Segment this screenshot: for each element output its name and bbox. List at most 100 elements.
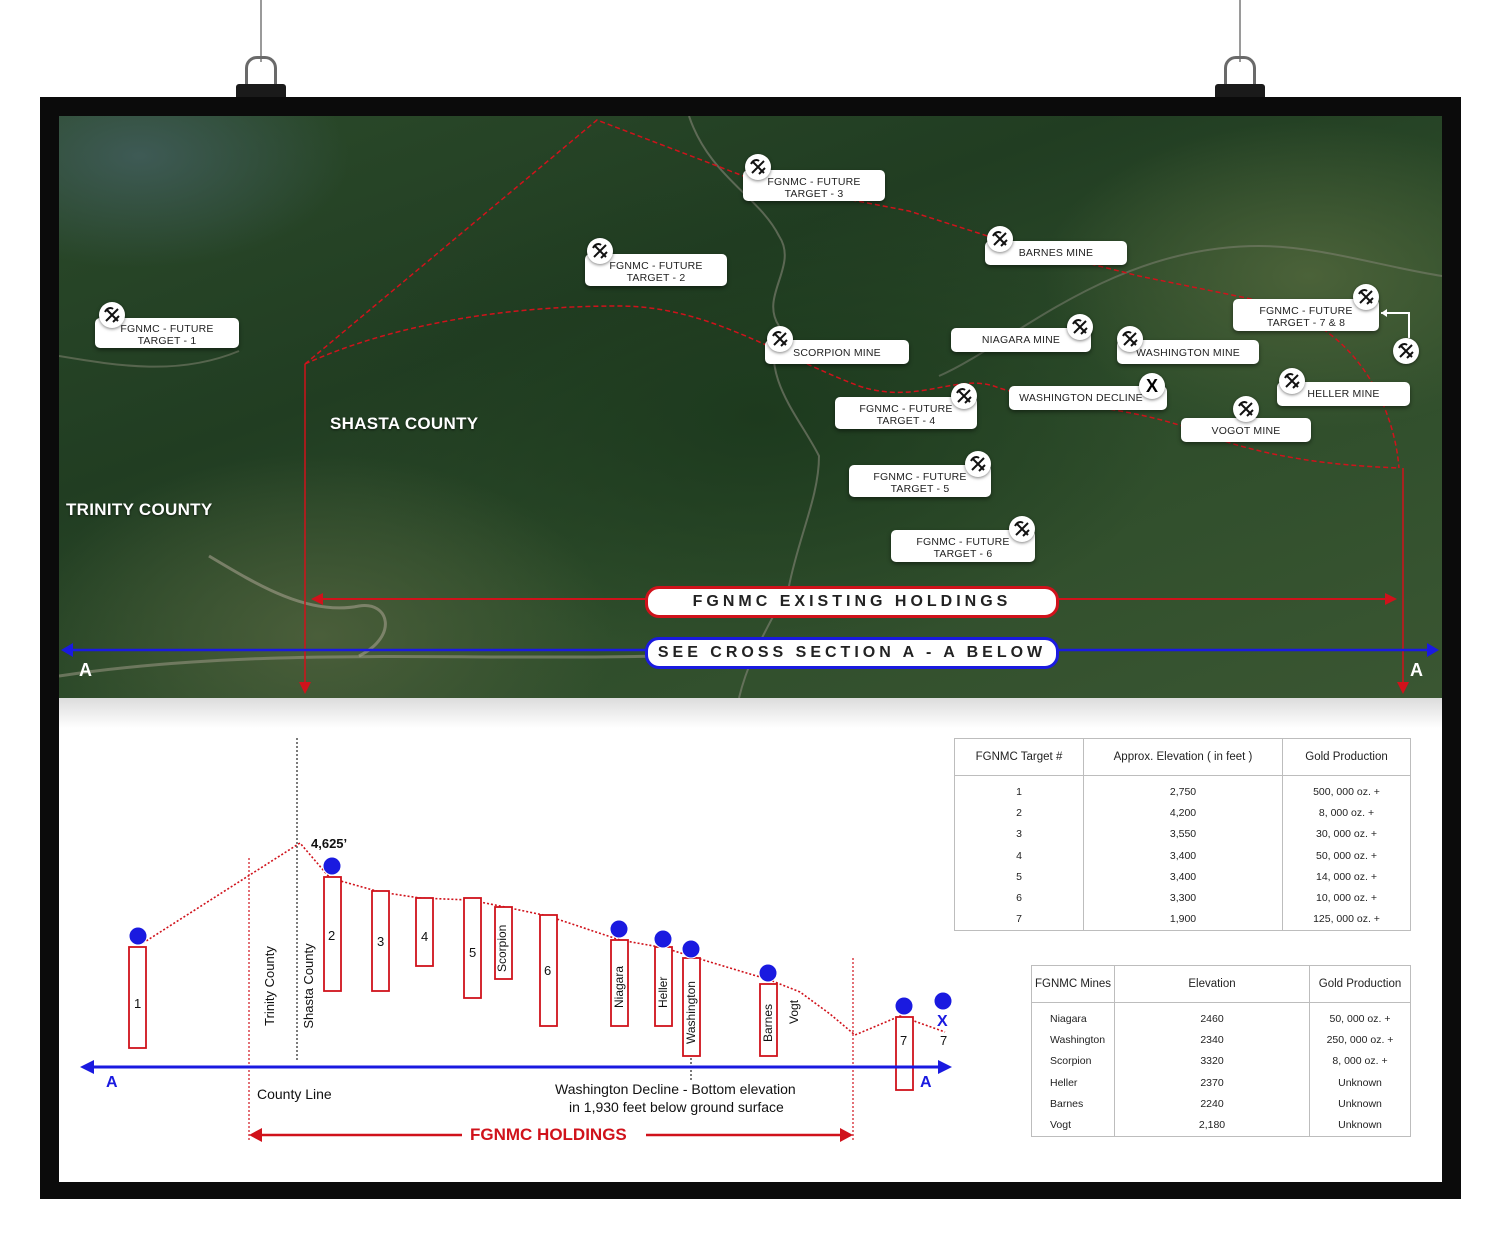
cross-section-banner: SEE CROSS SECTION A - A BELOW <box>645 637 1059 669</box>
washington-mine-text: WASHINGTON MINE <box>1136 347 1240 359</box>
target-4-line1: FGNMC - FUTURE <box>859 403 953 415</box>
table-cell: Scorpion <box>1031 1050 1115 1072</box>
x-number-label: 7 <box>940 1033 948 1048</box>
mines-header-elevation: Elevation <box>1114 965 1310 1003</box>
vogot-mine-label[interactable]: VOGOT MINE <box>1181 418 1311 442</box>
table-cell: 2370 <box>1114 1071 1310 1094</box>
table-cell: 3,300 <box>1083 887 1283 909</box>
table-cell: 6 <box>954 887 1084 909</box>
table-cell: 2 <box>954 802 1084 824</box>
pickaxe-shovel-icon[interactable] <box>1393 338 1419 364</box>
target-6-line2: TARGET - 6 <box>933 548 993 560</box>
column-label-6: 6 <box>544 963 552 978</box>
table-cell: 3320 <box>1114 1050 1310 1072</box>
fgnmc-holdings-label: FGNMC HOLDINGS <box>470 1125 627 1144</box>
targets-header-elevation: Approx. Elevation ( in feet ) <box>1083 738 1283 776</box>
county-line-label: County Line <box>257 1086 332 1102</box>
table-cell: Unknown <box>1309 1114 1411 1137</box>
table-cell: 3,550 <box>1083 823 1283 845</box>
x-marker-label: X <box>937 1013 948 1030</box>
table-cell: 2,750 <box>1083 775 1283 803</box>
washington-decline-text: WASHINGTON DECLINE <box>1019 392 1143 404</box>
column-label-heller: Heller <box>656 976 670 1008</box>
table-cell: Unknown <box>1309 1093 1411 1115</box>
column-label-5: 5 <box>469 945 477 960</box>
peak-elevation-label: 4,625’ <box>311 836 348 851</box>
table-cell: 5 <box>954 866 1084 888</box>
pickaxe-shovel-icon <box>1067 314 1093 340</box>
mines-header-name: FGNMC Mines <box>1031 965 1115 1003</box>
niagara-mine-text: NIAGARA MINE <box>981 334 1061 346</box>
table-cell: 2340 <box>1114 1029 1310 1051</box>
pickaxe-shovel-icon <box>745 154 771 180</box>
target-78-label[interactable]: FGNMC - FUTURE TARGET - 7 & 8 <box>1233 299 1379 331</box>
satellite-map: TRINITY COUNTY SHASTA COUNTY FGNMC - FUT… <box>59 116 1442 698</box>
barnes-mine-text: BARNES MINE <box>1018 247 1094 259</box>
target-1-line1: FGNMC - FUTURE <box>120 323 214 335</box>
pickaxe-shovel-icon <box>99 302 125 328</box>
pickaxe-shovel-icon <box>951 383 977 409</box>
table-cell: 2460 <box>1114 1002 1310 1030</box>
sheet-shadow <box>59 698 1442 728</box>
pickaxe-shovel-icon <box>1353 284 1379 310</box>
pickaxe-shovel-icon <box>965 451 991 477</box>
target-5-line1: FGNMC - FUTURE <box>873 471 967 483</box>
table-cell: 4,200 <box>1083 802 1283 824</box>
table-cell: 2240 <box>1114 1093 1310 1115</box>
table-cell: 125, 000 oz. + <box>1282 908 1411 932</box>
target-5-line2: TARGET - 5 <box>890 483 950 495</box>
table-cell: 30, 000 oz. + <box>1282 823 1411 845</box>
table-cell: Barnes <box>1031 1093 1115 1115</box>
table-cell: 1,900 <box>1083 908 1283 932</box>
section-end-right-a: A <box>920 1074 932 1091</box>
hanging-wire-left <box>260 0 262 62</box>
table-cell: 2,180 <box>1114 1114 1310 1137</box>
target-6-label[interactable]: FGNMC - FUTURE TARGET - 6 <box>891 530 1035 562</box>
table-cell: 1 <box>954 775 1084 803</box>
decline-note-line2: in 1,930 feet below ground surface <box>569 1099 784 1115</box>
hanging-wire-right <box>1239 0 1241 62</box>
mines-table-header: FGNMC Mines Elevation Gold Production <box>1031 965 1411 1003</box>
table-cell: Unknown <box>1309 1071 1411 1094</box>
column-label-3: 3 <box>377 934 385 949</box>
table-cell: 10, 000 oz. + <box>1282 887 1411 909</box>
binder-clip-arm-right <box>1224 56 1256 103</box>
table-cell: 7 <box>954 908 1084 932</box>
binder-clip-arm-left <box>245 56 277 103</box>
column-label-niagara: Niagara <box>612 965 626 1008</box>
section-left-a: A <box>79 660 92 680</box>
section-end-left-a: A <box>106 1074 118 1091</box>
column-label-2: 2 <box>328 928 336 943</box>
table-cell: 4 <box>954 844 1084 867</box>
targets-header-target: FGNMC Target # <box>954 738 1084 776</box>
target-3-line2: TARGET - 3 <box>784 188 844 200</box>
targets-table: FGNMC Target # Approx. Elevation ( in fe… <box>954 738 1411 932</box>
target-2-line2: TARGET - 2 <box>626 272 686 284</box>
column-label-1: 1 <box>134 996 142 1011</box>
scorpion-mine-text: SCORPION MINE <box>793 347 881 359</box>
table-cell: 14, 000 oz. + <box>1282 866 1411 888</box>
heller-mine-label[interactable]: HELLER MINE <box>1277 382 1410 406</box>
target-6-line1: FGNMC - FUTURE <box>916 536 1010 548</box>
column-label-4: 4 <box>421 929 429 944</box>
column-label-vogt: Vogt <box>787 999 801 1024</box>
table-cell: 50, 000 oz. + <box>1309 1002 1411 1030</box>
targets-header-gold: Gold Production <box>1282 738 1411 776</box>
table-cell: 8, 000 oz. + <box>1282 802 1411 824</box>
pickaxe-shovel-icon <box>1233 396 1259 422</box>
heller-mine-text: HELLER MINE <box>1307 388 1380 400</box>
mines-table: FGNMC Mines Elevation Gold Production Ni… <box>1031 965 1411 1137</box>
table-cell: 50, 000 oz. + <box>1282 844 1411 867</box>
column-label-washington: Washington <box>684 981 698 1044</box>
trinity-county-vertical: Trinity County <box>262 946 277 1026</box>
pickaxe-shovel-icon <box>1009 516 1035 542</box>
pickaxe-shovel-icon <box>767 326 793 352</box>
target-1-line2: TARGET - 1 <box>137 335 197 347</box>
